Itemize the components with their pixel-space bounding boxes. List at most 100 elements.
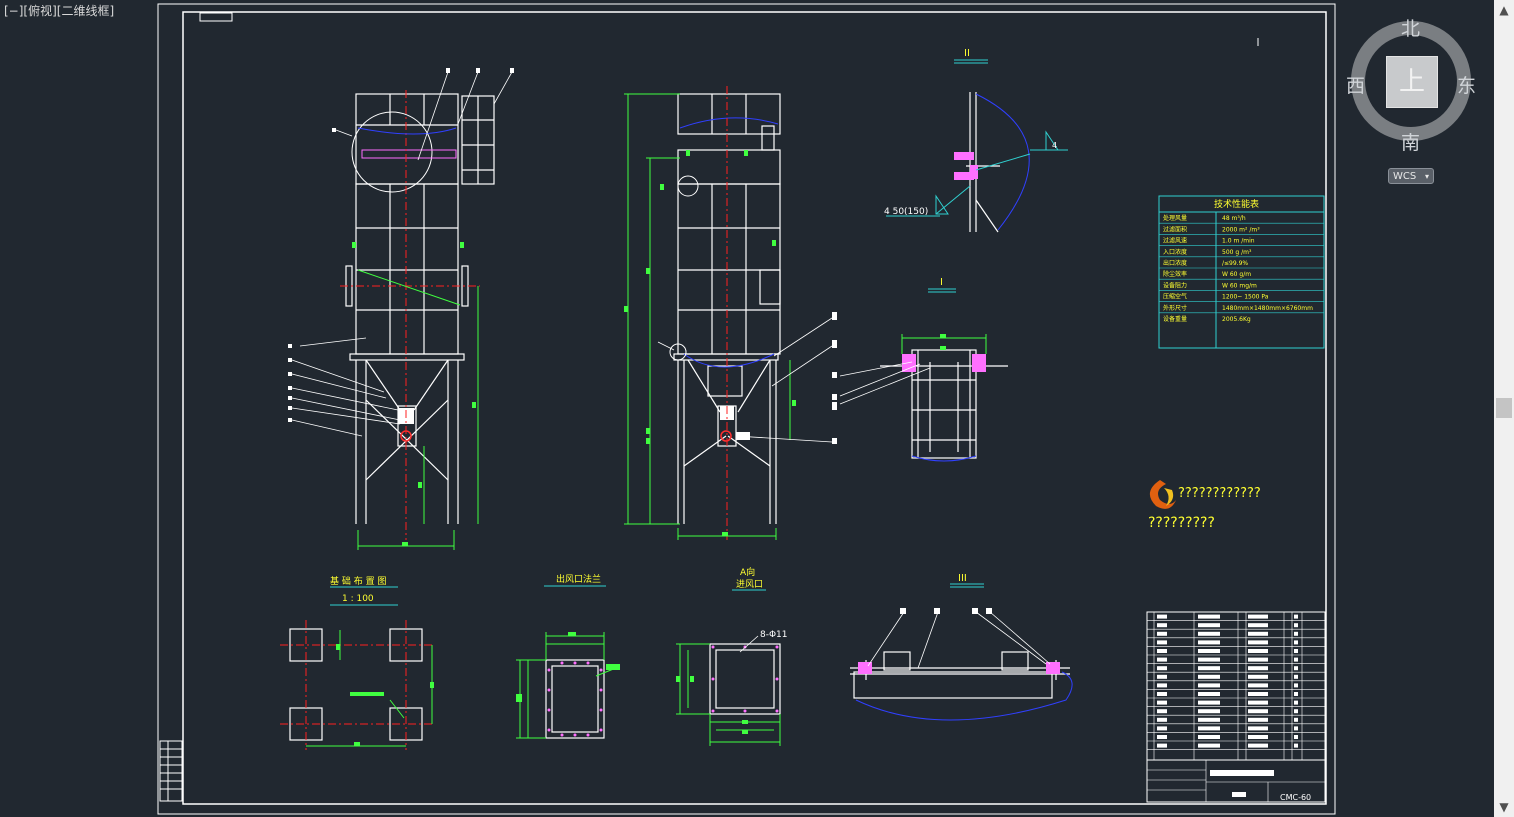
- logo-text-line-1: ????????????: [1178, 486, 1261, 501]
- outlet-flange-detail: 出风口法兰: [516, 573, 620, 739]
- parts-list-entry: [1157, 614, 1167, 619]
- tech-table-title: 技术性能表: [1214, 198, 1259, 210]
- parts-list-entry: [1157, 709, 1167, 714]
- parts-list-entry: [1198, 666, 1220, 671]
- parts-list-entry: [1294, 666, 1298, 671]
- tech-table-value: 2005.6Kg: [1222, 316, 1251, 323]
- parts-list-entry: [1294, 640, 1298, 645]
- scroll-down-arrow-icon[interactable]: ▼: [1499, 800, 1509, 814]
- parts-list-entry: [1157, 674, 1167, 679]
- parts-list-entry: [1294, 674, 1298, 679]
- parts-list-entry: [1294, 631, 1298, 636]
- compass-south[interactable]: 南: [1401, 132, 1421, 154]
- parts-list-entry: [1198, 717, 1220, 722]
- scroll-up-arrow-icon[interactable]: ▲: [1499, 3, 1509, 17]
- parts-list-entry: [1248, 700, 1268, 705]
- parts-list-entry: [1198, 623, 1220, 628]
- viewcube-top-face[interactable]: 上: [1386, 56, 1438, 108]
- weld-annotation-right: 4: [1052, 141, 1057, 150]
- parts-list-entry: [1248, 692, 1268, 696]
- parts-list-entry: [1294, 692, 1298, 696]
- parts-list-entry: [1248, 657, 1268, 662]
- compass-north[interactable]: 北: [1401, 18, 1421, 40]
- viewcube[interactable]: 北 南 西 东 上 WCS ▾: [1340, 10, 1480, 190]
- company-logo: ???????????? ?????????: [1148, 480, 1261, 531]
- parts-list-entry: [1248, 631, 1268, 636]
- parts-list-entry: [1248, 709, 1268, 714]
- detail-I: I: [832, 277, 1008, 462]
- tech-table-param: 过滤风速: [1163, 237, 1187, 245]
- parts-list-entry: [1294, 614, 1298, 619]
- tech-table-param: 过滤面积: [1163, 225, 1187, 233]
- parts-list-entry: [1294, 649, 1298, 653]
- parts-list-entry: [1248, 735, 1268, 739]
- tech-table-param: 入口浓度: [1163, 248, 1187, 256]
- parts-list-entry: [1157, 735, 1167, 739]
- sheet-tag: [199, 12, 233, 22]
- compass-west[interactable]: 西: [1346, 75, 1366, 97]
- parts-list-entry: [1157, 657, 1167, 662]
- parts-list-entry: [1248, 674, 1268, 679]
- parts-list-entry: [1294, 735, 1298, 739]
- tech-table-param: 压缩空气: [1163, 293, 1187, 301]
- parts-list-entry: [1248, 640, 1268, 645]
- parts-list-entry: [1294, 623, 1298, 628]
- outlet-title: 出风口法兰: [556, 573, 601, 585]
- wcs-label: WCS: [1393, 171, 1417, 182]
- inlet-title-a: A向: [740, 566, 755, 578]
- detail-II: II 4 4 50(150): [884, 48, 1068, 233]
- tech-table-value: /≤99.9%: [1222, 260, 1248, 267]
- parts-list-entry: [1198, 683, 1220, 688]
- parts-list-entry: [1157, 717, 1167, 722]
- scrollbar-thumb[interactable]: [1496, 398, 1512, 418]
- parts-list-entry: [1157, 743, 1167, 748]
- parts-list-entry: [1198, 657, 1220, 662]
- parts-list-entry: [1294, 657, 1298, 662]
- tech-table-value: W 60 g/m: [1222, 271, 1251, 278]
- parts-list-entry: [1294, 700, 1298, 705]
- vertical-scrollbar[interactable]: ▲ ▼: [1494, 0, 1514, 817]
- parts-list-entry: [1248, 726, 1268, 731]
- parts-list-entry: [1198, 692, 1220, 696]
- parts-list-entry: [1294, 709, 1298, 714]
- title-block: CMC-60: [1146, 759, 1326, 803]
- parts-list-entry: [1294, 726, 1298, 731]
- logo-text-line-2: ?????????: [1148, 515, 1215, 531]
- foundation-title: 基 础 布 置 图: [330, 575, 386, 587]
- wcs-dropdown[interactable]: WCS ▾: [1388, 168, 1434, 184]
- parts-list-entry: [1248, 743, 1268, 748]
- tech-table-param: 设备阻力: [1163, 281, 1187, 289]
- parts-list-entry: [1157, 683, 1167, 688]
- parts-list-entry: [1198, 674, 1220, 679]
- sheet-inner-border: [182, 11, 1327, 805]
- parts-list-entry: [1248, 666, 1268, 671]
- front-elevation: [288, 68, 514, 550]
- inlet-detail: A向 进风口 8-Φ11: [676, 566, 788, 746]
- parts-list-entry: [1198, 649, 1220, 653]
- detail-I-label: I: [940, 277, 943, 288]
- parts-list-entry: [1198, 631, 1220, 636]
- parts-list-entry: [1157, 692, 1167, 696]
- parts-list-entry: [1157, 666, 1167, 671]
- viewcube-ring[interactable]: [1340, 10, 1480, 160]
- foundation-plan: 基 础 布 置 图 1 : 100: [280, 575, 434, 750]
- parts-list-entry: [1294, 743, 1298, 748]
- parts-list-entry: [1157, 640, 1167, 645]
- compass-east[interactable]: 东: [1457, 75, 1477, 97]
- parts-list-entry: [1248, 649, 1268, 653]
- viewport-label[interactable]: [−][俯视][二维线框]: [4, 4, 115, 18]
- tech-table-value: 500 g /m³: [1222, 249, 1252, 256]
- parts-list: [1146, 611, 1326, 761]
- tech-table-value: 1.0 m /min: [1222, 238, 1255, 245]
- parts-list-entry: [1294, 717, 1298, 722]
- revision-strip: [159, 740, 183, 802]
- weld-annotation-left: 4 50(150): [884, 207, 928, 217]
- tech-table-value: 48 m³/h: [1222, 215, 1246, 222]
- parts-list-entry: [1157, 649, 1167, 653]
- tech-table-value: 1200~ 1500 Pa: [1222, 294, 1269, 301]
- parts-list-entry: [1198, 700, 1220, 705]
- parts-list-entry: [1157, 700, 1167, 705]
- chevron-down-icon: ▾: [1424, 172, 1429, 181]
